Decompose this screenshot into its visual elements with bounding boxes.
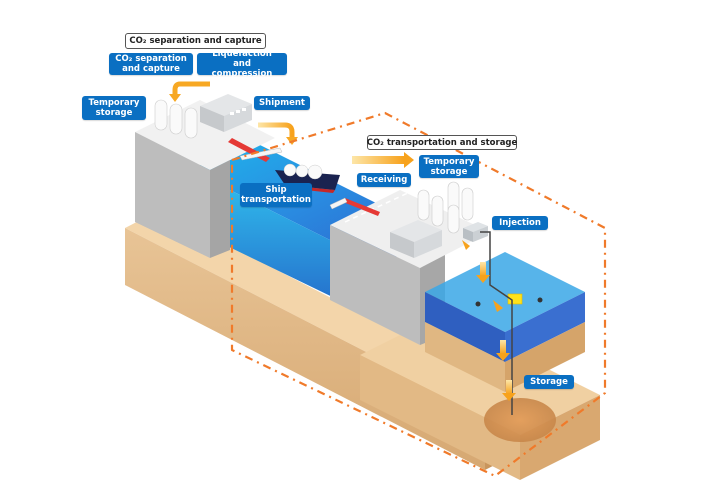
transport-storage-boundary bbox=[230, 111, 607, 478]
storage-tanks-1 bbox=[154, 99, 198, 139]
flow-arrows bbox=[169, 81, 516, 401]
storage-tanks-2 bbox=[417, 181, 474, 234]
loading-pier-1 bbox=[228, 138, 283, 162]
injection-facility bbox=[463, 222, 488, 242]
label-injection: Injection bbox=[492, 216, 548, 230]
receiving-site-block bbox=[329, 181, 490, 345]
arrow-receiving bbox=[352, 156, 404, 164]
label-co2-separation: CO₂ separation and capture bbox=[109, 53, 193, 75]
label-storage: Storage bbox=[524, 375, 574, 389]
offshore-sea-block bbox=[425, 252, 585, 392]
section-header-capture: CO₂ separation and capture bbox=[125, 33, 266, 49]
label-temporary-storage-1: Temporary storage bbox=[82, 96, 146, 120]
subsea-wellhead bbox=[507, 293, 523, 305]
injection-pipe bbox=[480, 231, 513, 415]
crab-icon bbox=[537, 297, 543, 303]
label-ship-transportation: Ship transportation bbox=[240, 183, 312, 207]
label-shipment: Shipment bbox=[254, 96, 310, 110]
crab-icon bbox=[475, 301, 481, 307]
plant-building-1 bbox=[200, 94, 252, 132]
co2-reservoir bbox=[484, 398, 556, 442]
arrow-to-injection bbox=[462, 240, 470, 250]
plant-building-2 bbox=[390, 220, 442, 258]
label-liquefaction: Liquefaction and compression bbox=[197, 49, 287, 79]
label-temporary-storage-2: Temporary storage bbox=[419, 155, 479, 178]
label-receiving: Receiving bbox=[357, 173, 411, 187]
capture-site-block bbox=[135, 94, 283, 258]
arrow-shipment bbox=[258, 122, 295, 138]
section-header-transport: CO₂ transportation and storage bbox=[367, 135, 517, 150]
arrow-capture-to-storage bbox=[172, 81, 210, 95]
loading-pier-2 bbox=[329, 197, 380, 216]
